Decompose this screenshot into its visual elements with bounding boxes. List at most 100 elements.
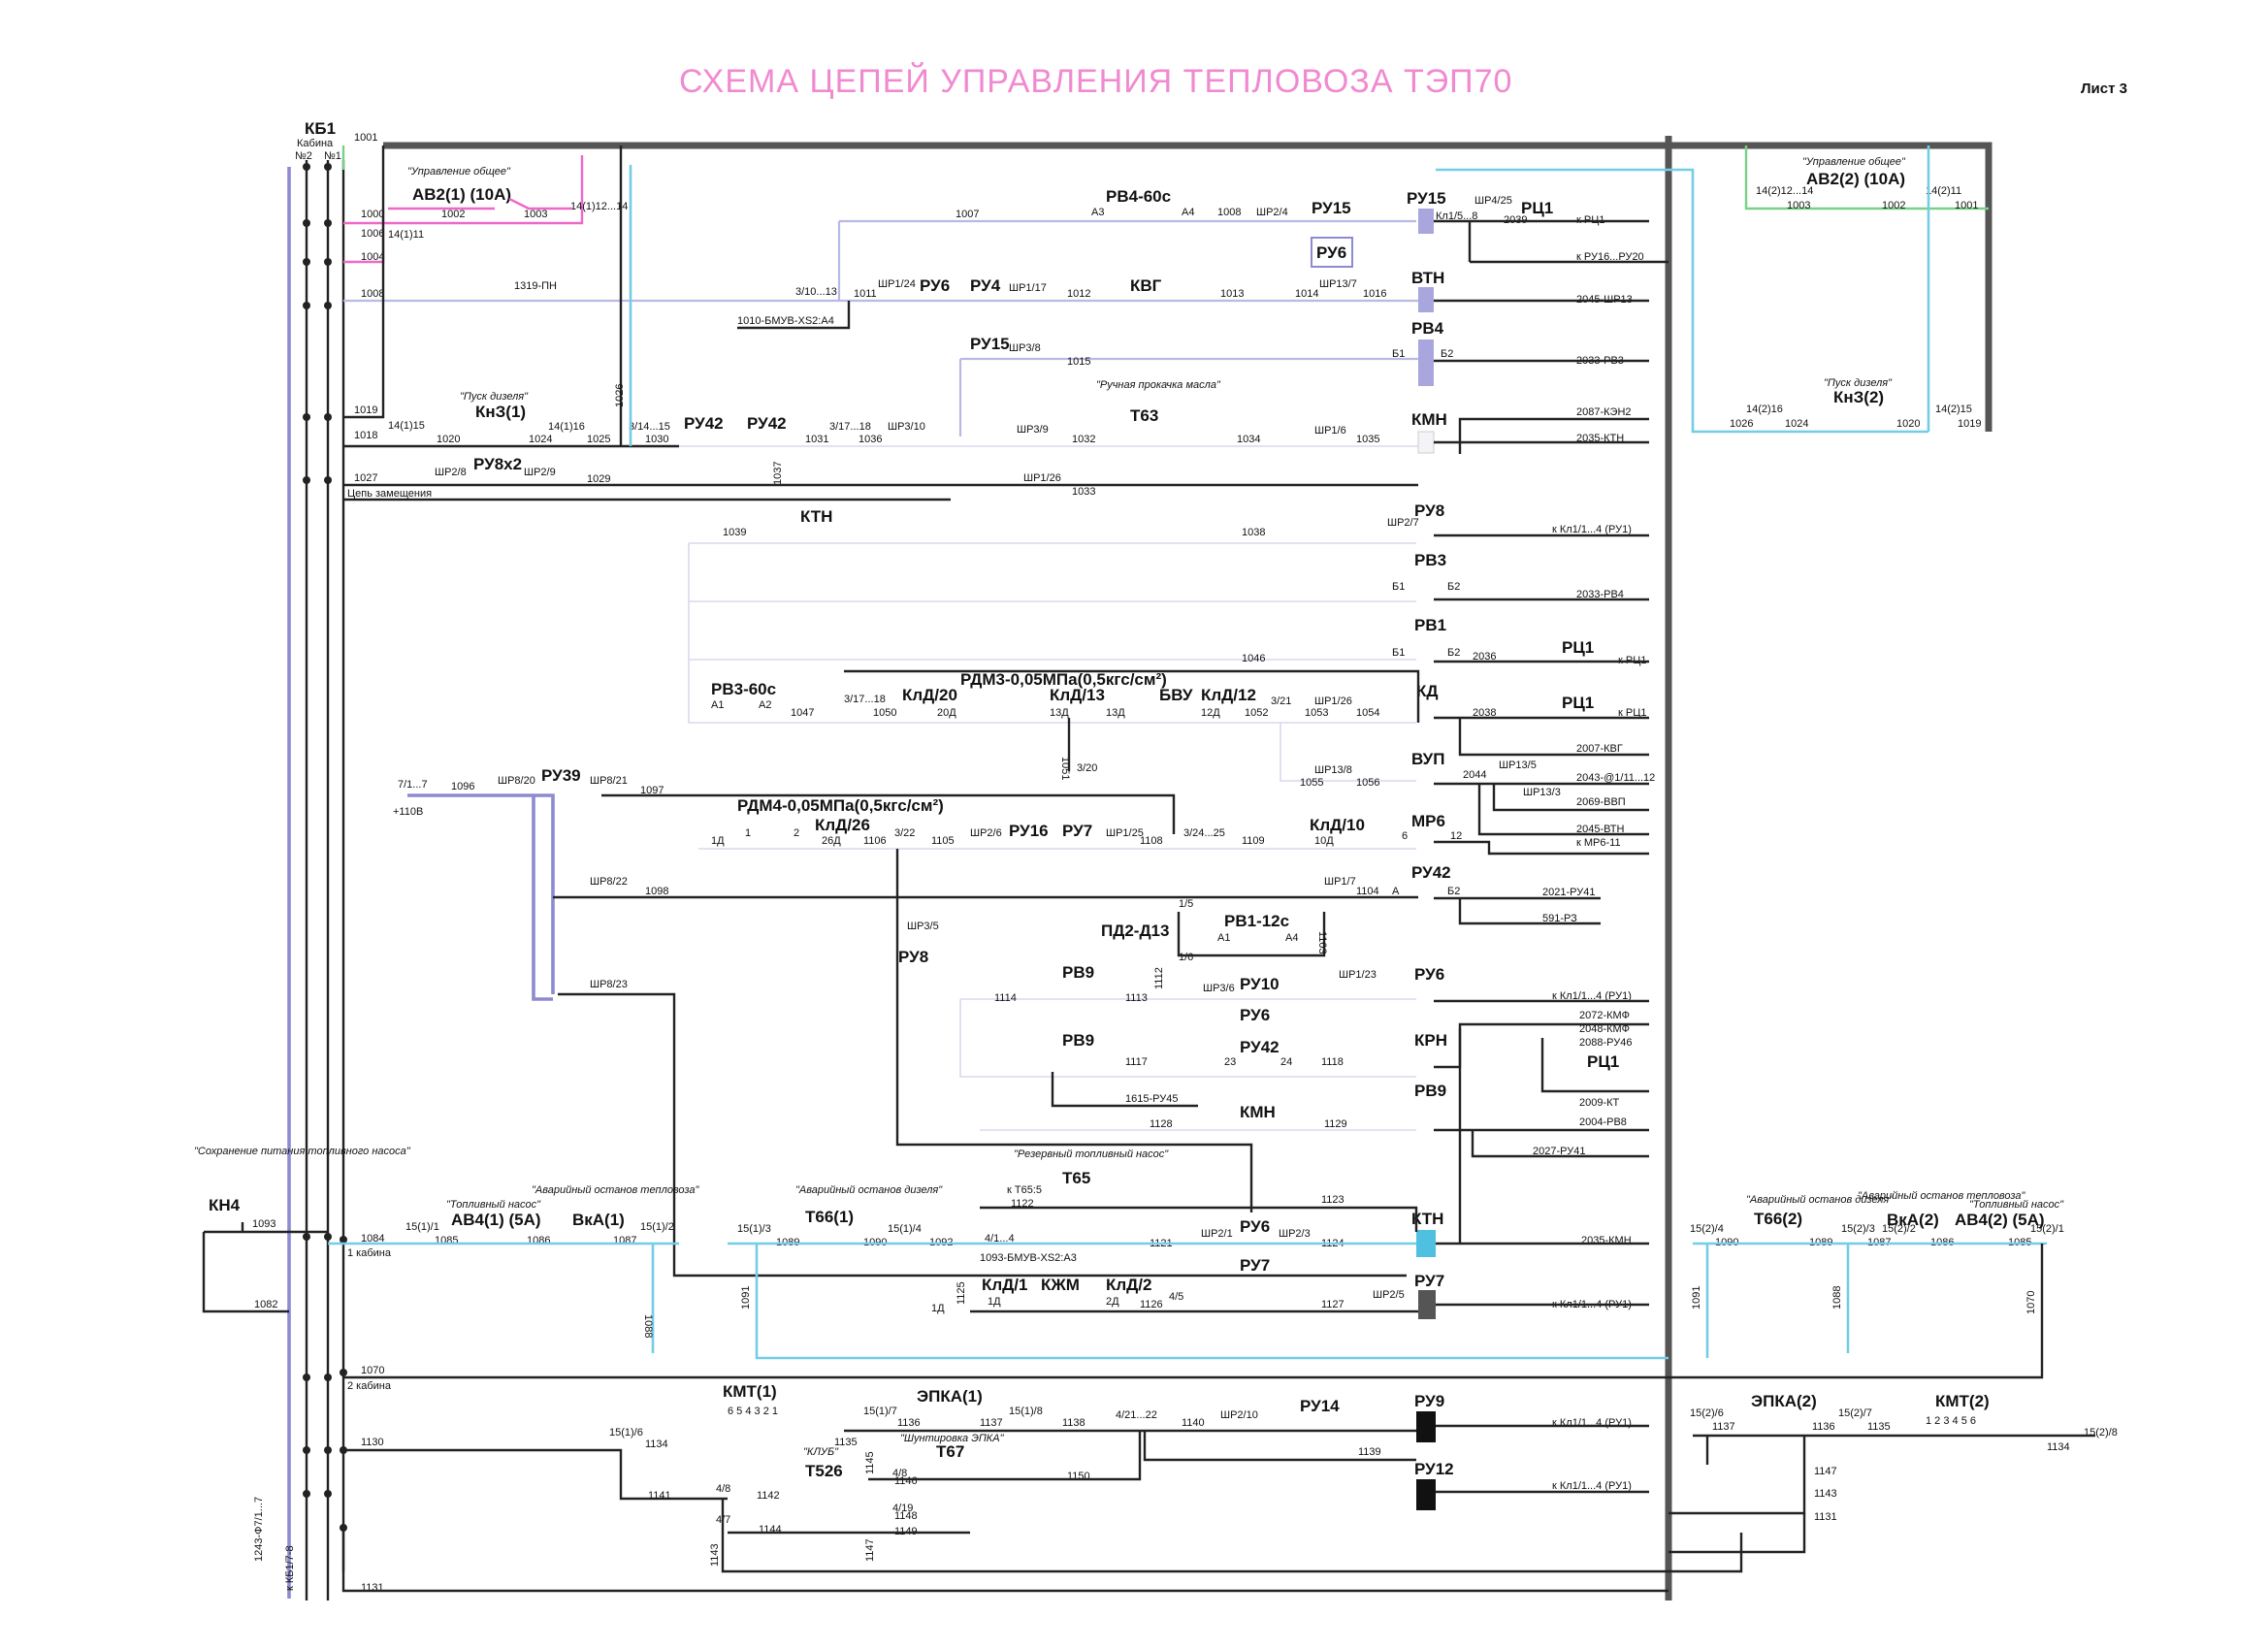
- p14-1-11-label: 14(1)11: [388, 229, 424, 241]
- group-prokachka: "Ручная прокачка масла": [1096, 379, 1221, 391]
- ref-r2: к РУ16...РУ20: [1576, 251, 1644, 263]
- kd-coil-label: КД: [1416, 682, 1439, 700]
- shr1-25-label: ШР1/25: [1106, 827, 1144, 839]
- rv1-coil-label: РВ1: [1414, 616, 1446, 634]
- rc1-b-label: РЦ1: [1562, 638, 1594, 657]
- w1037-label: 1037: [772, 462, 784, 485]
- w2038-label: 2038: [1473, 707, 1496, 719]
- ru39-violet: [407, 793, 555, 1001]
- t66-1-label: Т66(1): [805, 1208, 854, 1226]
- mr6-6: 6: [1402, 830, 1408, 842]
- w1135-right-label: 1135: [1867, 1421, 1891, 1433]
- w1104-label: 1104: [1356, 886, 1379, 897]
- w1141-label: 1141: [648, 1490, 671, 1502]
- ru7-b-label: РУ7: [1240, 1256, 1270, 1275]
- w1112-label: 1112: [1153, 967, 1165, 989]
- t3-10-label: 3/10...13: [795, 286, 837, 298]
- w1106-label: 1106: [863, 835, 887, 847]
- kb1-cab2: №2: [295, 150, 312, 162]
- row-pusk-dizelya: 1019 1018 14(1)15 "Пуск дизеля" КнЗ(1) 1…: [343, 146, 1418, 448]
- ref-r19: 2072-КМФ: [1579, 1010, 1630, 1021]
- rv1-a4: А4: [1285, 932, 1298, 944]
- ru8-mid-label: РУ8: [898, 948, 928, 966]
- p15-2-6-label: 15(2)/6: [1690, 1407, 1724, 1419]
- shr2-6-label: ШР2/6: [970, 827, 1002, 839]
- w1097-wire: [601, 793, 1176, 834]
- w1010-label: 1010-БМУВ-ХS2:А4: [737, 315, 834, 327]
- vka-1-label: ВкА(1): [572, 1211, 625, 1229]
- row-kmt: 1130 15(1)/6 1134 КМТ(1) 6 5 4 3 2 1 113…: [341, 1382, 2118, 1594]
- w1091-right-label: 1091: [1691, 1286, 1702, 1310]
- w1038-label: 1038: [1242, 527, 1265, 538]
- shr2-3-label: ШР2/3: [1279, 1228, 1311, 1240]
- p15-2-7-label: 15(2)/7: [1838, 1407, 1872, 1419]
- ktn-coil: [1416, 1230, 1436, 1257]
- shr13-5-label: ШР13/5: [1499, 760, 1537, 771]
- shr3-6-label: ШР3/6: [1203, 983, 1235, 994]
- group-avar-tepl-left: "Аварийный останов тепловоза": [532, 1184, 700, 1196]
- av2-1-switch: [388, 197, 572, 210]
- rc1-a-label: РЦ1: [1521, 199, 1553, 217]
- w1008-left-label: 1008: [361, 288, 384, 300]
- sheet-number: Лист 3: [2081, 81, 2127, 97]
- t4-8b-label: 4/8: [892, 1468, 907, 1479]
- ref-r11: 2007-КВГ: [1576, 743, 1623, 755]
- kd-right-wire: [1434, 716, 1649, 757]
- ru6-c-label: РУ6: [1240, 1217, 1270, 1236]
- rc1-d-label: РЦ1: [1587, 1052, 1619, 1071]
- shr1-17-label: ШР1/17: [1009, 282, 1047, 294]
- ru16-label: РУ16: [1009, 822, 1049, 840]
- group-rezerv: "Резервный топливный насос": [1014, 1148, 1169, 1160]
- w1108-label: 1108: [1140, 835, 1163, 847]
- kld20-label: КлД/20: [902, 686, 957, 704]
- vtn-coil: [1418, 287, 1434, 312]
- vtn-coil-label: ВТН: [1411, 269, 1444, 287]
- rv4-coil: [1418, 340, 1434, 386]
- w1128-label: 1128: [1150, 1118, 1173, 1130]
- rv9-a-label: РВ9: [1062, 963, 1094, 982]
- shr2-8-label: ШР2/8: [435, 467, 467, 478]
- cyan-right-fuel: [1693, 1242, 2047, 1358]
- kld13-d-left: 13Д: [1050, 707, 1069, 719]
- rv3-b2: Б2: [1447, 581, 1460, 593]
- ru15-right-wire: [1434, 219, 1649, 262]
- t4-1-label: 4/1...4: [985, 1233, 1015, 1245]
- rv4-b2: Б2: [1441, 348, 1453, 360]
- epka-2-label: ЭПКА(2): [1751, 1392, 1817, 1410]
- rv1-12-label: РВ1-12с: [1224, 912, 1289, 930]
- rdm4-label: РДМ4-0,05МПа(0,5кгс/см²): [737, 796, 944, 815]
- ru42-b: Б2: [1447, 886, 1460, 897]
- group-pusk-left: "Пуск дизеля": [460, 391, 529, 403]
- cab1-text: 1 кабина: [347, 1247, 392, 1259]
- rdm3-top-wire: [844, 669, 1420, 723]
- shr2-1-label: ШР2/1: [1201, 1228, 1233, 1240]
- w1012-label: 1012: [1067, 288, 1090, 300]
- shr1-23-label: ШР1/23: [1339, 969, 1377, 981]
- t1-6-label: 1/6: [1179, 952, 1193, 963]
- kmn-right-wire: [1434, 417, 1649, 454]
- ref-r23: 2004-РВ8: [1579, 1116, 1627, 1128]
- p14-2-12-label: 14(2)12...14: [1756, 185, 1813, 197]
- ru42-c-23: 23: [1224, 1056, 1236, 1068]
- p15-1-1-label: 15(1)/1: [405, 1221, 439, 1233]
- av2-2-label: АВ2(2) (10А): [1806, 170, 1905, 188]
- rv4-b1: Б1: [1392, 348, 1405, 360]
- w1123-label: 1123: [1321, 1194, 1345, 1206]
- t3-17-label: 3/17...18: [844, 694, 886, 705]
- w1129-label: 1129: [1324, 1118, 1347, 1130]
- group-avar-tepl-right: "Аварийный останов тепловоза": [1858, 1190, 2026, 1202]
- p14-1-16-label: 14(1)16: [548, 421, 585, 433]
- ref-r14: 2045-ВТН: [1576, 824, 1624, 835]
- p15-2-3-label: 15(2)/3: [1841, 1223, 1875, 1235]
- w1001-right-label: 1001: [1955, 200, 1978, 211]
- shr3-9-label: ШР3/9: [1017, 424, 1049, 436]
- t3-24-label: 3/24...25: [1183, 827, 1225, 839]
- kmt-1-nums: 6 5 4 3 2 1: [728, 1406, 778, 1417]
- p15-1-2-label: 15(1)/2: [640, 1221, 674, 1233]
- w1134-label: 1134: [645, 1439, 668, 1450]
- ru42-coil-label: РУ42: [1411, 863, 1451, 882]
- w1082-label: 1082: [254, 1299, 277, 1310]
- kb1-cab1: №1: [324, 150, 341, 162]
- ref-r10: к РЦ1: [1618, 707, 1646, 719]
